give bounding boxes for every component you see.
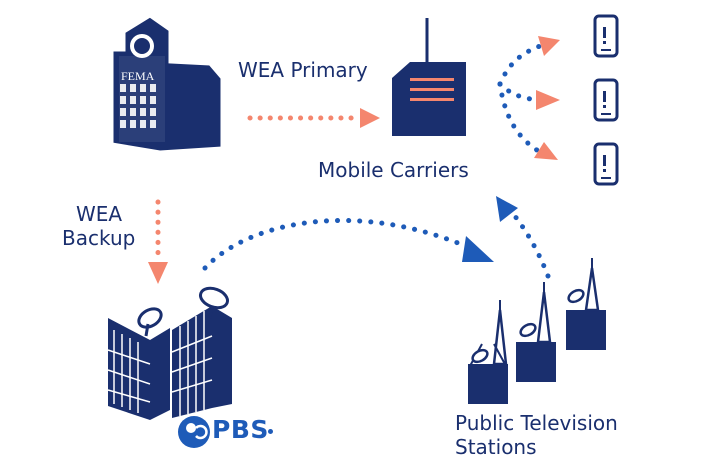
fema-label: FEMA xyxy=(121,69,155,83)
tv-tower-icon xyxy=(566,258,606,350)
carrier-to-phones-arrows xyxy=(497,43,543,155)
broadcast-building-icon xyxy=(171,286,232,418)
wea-backup-label: WEA Backup xyxy=(62,202,135,250)
phone-alert-icon xyxy=(593,78,619,122)
satellite-dish-icon xyxy=(137,307,163,329)
cell-tower-icon xyxy=(392,18,466,136)
wea-backup-arrow xyxy=(148,199,168,284)
tv-tower-icon xyxy=(516,282,556,382)
public-television-label: Public Television Stations xyxy=(455,411,618,459)
wea-primary-arrow xyxy=(247,108,380,128)
wea-backup-line2: Backup xyxy=(62,226,136,250)
pbs-wordmark: PBS xyxy=(212,415,269,444)
phone-alert-icon xyxy=(593,142,619,186)
wea-primary-label: WEA Primary xyxy=(238,58,368,82)
tv-tower-icon xyxy=(468,300,508,404)
broadcast-building-icon xyxy=(107,307,170,420)
public-tv-line1: Public Television xyxy=(455,411,618,435)
phone-arrowheads xyxy=(534,36,560,160)
mobile-carriers-label: Mobile Carriers xyxy=(318,158,469,182)
stations-to-carriers-arrow xyxy=(496,196,551,279)
pbs-logo-icon xyxy=(178,416,210,448)
pbs-to-stations-arrow xyxy=(202,217,494,271)
wea-backup-line1: WEA xyxy=(76,202,123,226)
phone-alert-icon xyxy=(593,14,619,58)
pbs-dot xyxy=(268,429,273,434)
satellite-dish-icon xyxy=(198,286,230,310)
fema-building-icon: FEMA xyxy=(110,14,224,154)
public-tv-line2: Stations xyxy=(455,435,537,459)
